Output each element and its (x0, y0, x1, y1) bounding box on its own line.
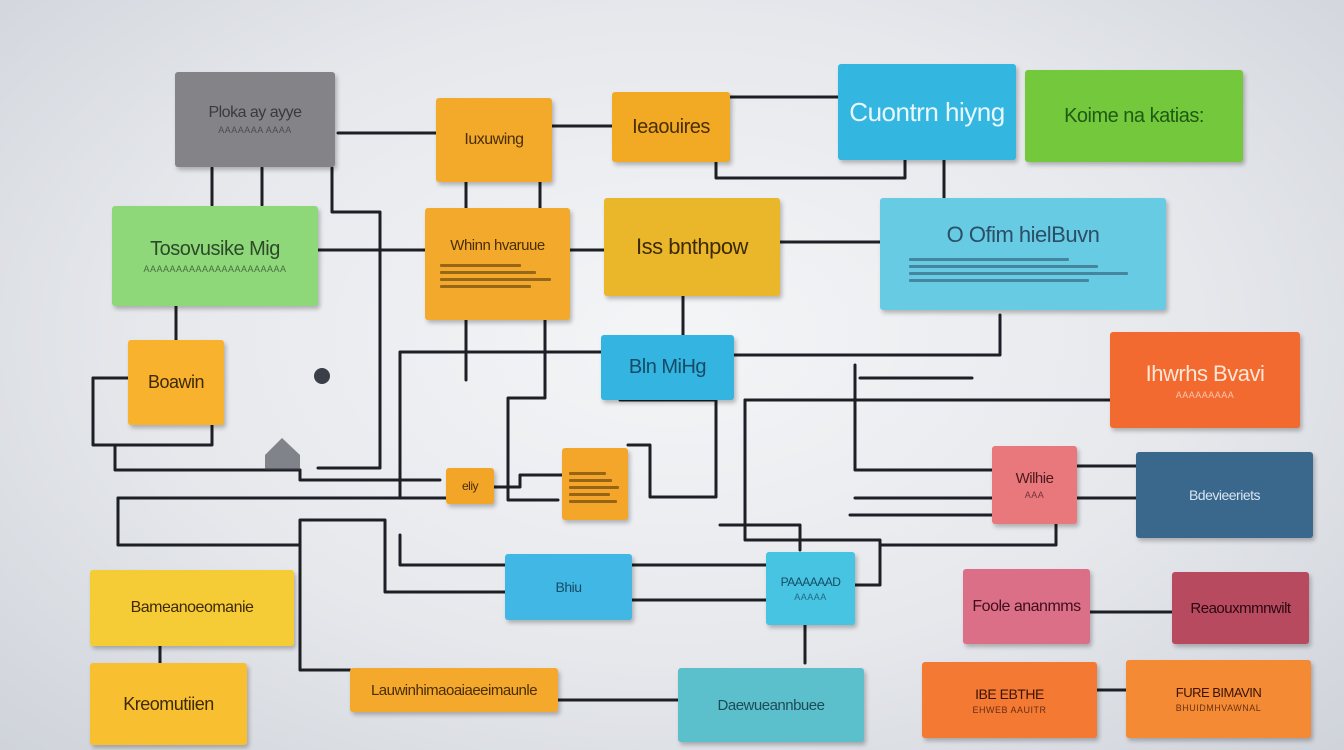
node-yellow-bottom-left-2: Kreomutiien (90, 663, 247, 745)
node-label: IBE EBTHE (975, 685, 1044, 702)
node-sublabel: AAAAAAAAAAAAAAAAAAAAAA (143, 264, 287, 274)
node-cyan-bottom-2: PAAAAAAD AAAAA (766, 552, 855, 625)
node-text-lines (568, 468, 622, 507)
node-label: Tosovusike Mig (150, 238, 280, 260)
node-orange-bottom-right-2: FURE BIMAVIN BHUIDMHVAWNAL (1126, 660, 1311, 738)
node-sublabel: AAAAA (794, 592, 827, 602)
node-label: Koime na katias: (1064, 104, 1204, 127)
node-cyan-bottom-1: Bhiu (505, 554, 632, 620)
node-label: Wilhie (1015, 470, 1054, 487)
node-label: Daewueannbuee (717, 696, 825, 714)
node-yellow-left: Boawin (128, 340, 224, 425)
node-label: Iuxuwing (464, 131, 524, 148)
node-label: Bdevieeriets (1188, 487, 1261, 503)
node-orange-top-1: Iuxuwing (436, 98, 552, 182)
node-orange-small-1: eliy (446, 468, 494, 504)
node-text-lines (439, 260, 556, 292)
node-yellow-mid: Iss bnthpow (604, 198, 780, 296)
node-green-top-right: Koime na katias: (1025, 70, 1243, 162)
node-label: Ploka ay ayye (208, 104, 302, 121)
node-sublabel: AAA (1024, 490, 1045, 500)
node-orange-top-2: Ieaouires (612, 92, 730, 162)
node-label: Whinn hvaruue (450, 236, 545, 254)
node-navy-right: Bdevieeriets (1136, 452, 1313, 538)
node-label: O Ofim hielBuvn (946, 222, 1100, 247)
node-yellow-bottom-left: Bameanoeomanie (90, 570, 294, 646)
node-label: Ihwrhs Bvavi (1145, 360, 1265, 386)
node-label: eliy (461, 479, 479, 493)
node-label: Ieaouires (632, 115, 710, 138)
node-sublabel: AAAAAAA AAAA (218, 125, 292, 135)
node-sublabel: AAAAAAAAA (1175, 389, 1235, 400)
node-label: FURE BIMAVIN (1175, 685, 1262, 700)
node-cyan-right-big: O Ofim hielBuvn (880, 198, 1166, 310)
node-label: Kreomutiien (123, 693, 214, 714)
node-label: Bln MiHg (628, 356, 707, 378)
node-maroon-bottom: Reaouxmmnwilt (1172, 572, 1309, 644)
node-orange-mid: Whinn hvaruue (425, 208, 570, 320)
node-cyan-center: Bln MiHg (601, 335, 734, 400)
node-label: Iss bnthpow (636, 234, 748, 259)
node-label: Lauwinhimaoaiaeeimaunle (370, 681, 538, 699)
node-label: Cuontrn hiyng (849, 96, 1005, 127)
node-teal-bottom: Daewueannbuee (678, 668, 864, 742)
node-orange-bottom-wide: Lauwinhimaoaiaeeimaunle (350, 668, 558, 712)
node-sublabel: EHWEB AAUITR (972, 704, 1047, 715)
node-label: Reaouxmmnwilt (1190, 599, 1291, 617)
node-text-lines (908, 254, 1138, 286)
node-label: Boawin (147, 372, 205, 392)
node-label: Foole ananmms (972, 597, 1081, 615)
node-orange-bottom-right-1: IBE EBTHE EHWEB AAUITR (922, 662, 1097, 738)
node-orange-small-2 (562, 448, 628, 520)
node-pink-bottom: Foole ananmms (963, 569, 1090, 644)
node-sublabel: BHUIDMHVAWNAL (1175, 703, 1262, 713)
node-label: Bameanoeomanie (130, 599, 254, 616)
node-cyan-top: Cuontrn hiyng (838, 64, 1016, 160)
node-label: Bhiu (555, 579, 582, 595)
node-label: PAAAAAAD (780, 575, 841, 589)
